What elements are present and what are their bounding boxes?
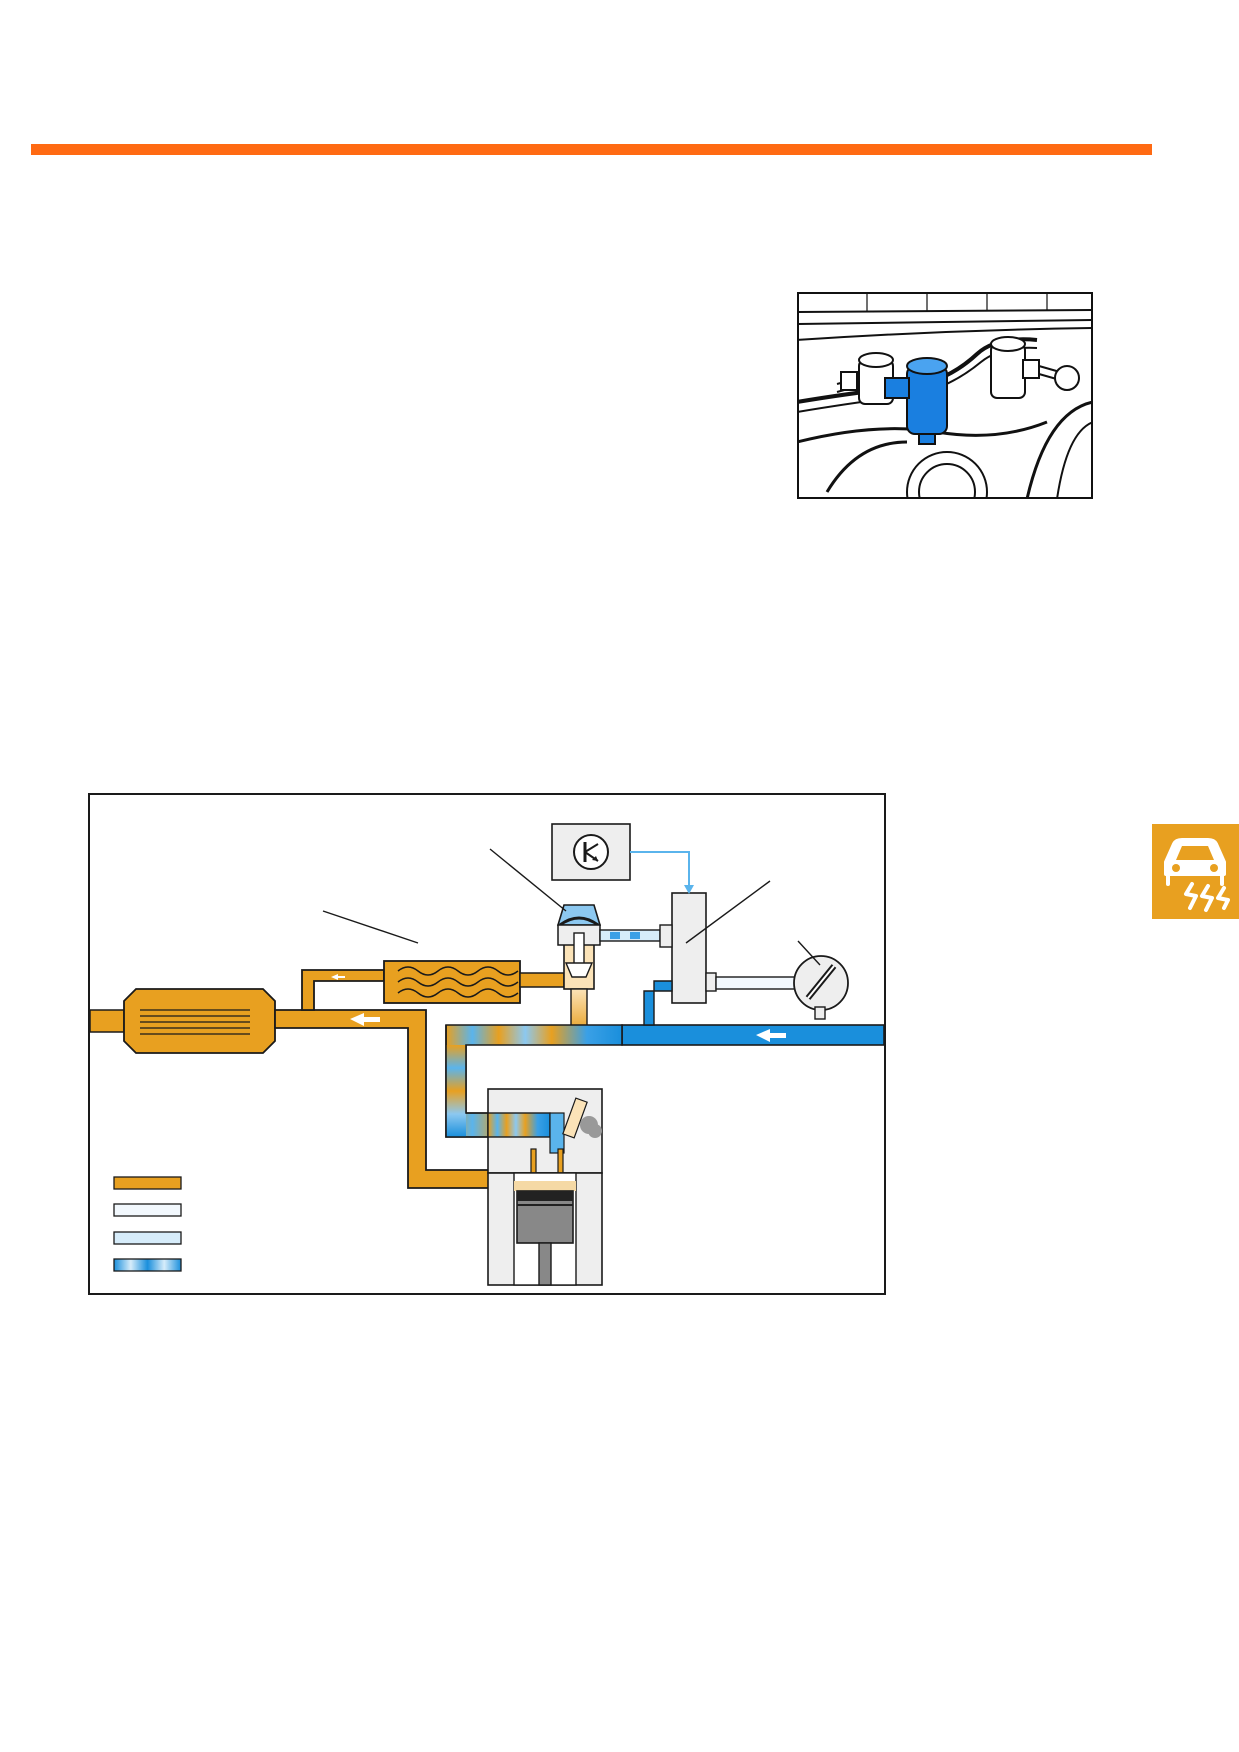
legend-swatch-air-light-blue — [113, 1231, 182, 1245]
control-signal-line — [630, 851, 690, 889]
engine-bay-illustration — [797, 292, 1093, 499]
leader-lines — [322, 848, 821, 966]
intake-flow-arrow — [756, 1029, 786, 1042]
legend-swatch-air-white — [113, 1203, 182, 1217]
fuel-injector — [562, 1097, 602, 1139]
diagram-legend — [113, 1176, 182, 1272]
pressure-converter — [671, 892, 707, 1004]
throttle-valve-icon — [805, 964, 837, 1000]
connecting-rod — [538, 1242, 552, 1286]
chapter-tab[interactable] — [1152, 824, 1239, 919]
flow-arrow-icon — [350, 1013, 380, 1026]
legend-swatch-mixed — [113, 1258, 182, 1272]
header-rule — [31, 144, 1152, 155]
vacuum-pump-line — [715, 976, 807, 990]
legend-swatch-exhaust — [113, 1176, 182, 1190]
control-unit-icon — [573, 834, 609, 870]
fresh-air-pipe — [621, 1024, 885, 1046]
converter-air-branch — [643, 980, 673, 1026]
exhaust-pipe-left — [89, 1009, 125, 1033]
header-rule-bar — [31, 144, 1152, 155]
egr-cooler-outlet-pipe — [519, 972, 565, 988]
car-skid-icon — [1164, 838, 1230, 912]
catalytic-converter — [123, 988, 276, 1054]
egr-system-diagram — [88, 793, 886, 1295]
